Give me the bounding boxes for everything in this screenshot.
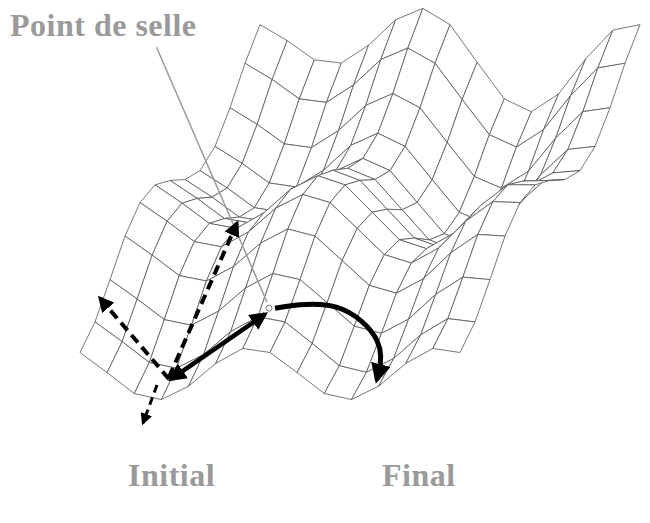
- mesh-cell: [508, 180, 550, 184]
- mesh-cell: [448, 277, 490, 322]
- reaction-arrow: [171, 314, 265, 379]
- mesh-cell: [463, 234, 505, 279]
- mesh-cell: [493, 185, 535, 203]
- saddle-label: Point de selle: [10, 8, 197, 43]
- mesh-cell: [553, 146, 595, 172]
- leader-line: [157, 47, 267, 302]
- wireframe-mesh: [80, 8, 640, 399]
- reaction-arrow: [275, 304, 381, 380]
- state-label: Final: [382, 458, 456, 493]
- dashed-arrow: [143, 385, 157, 423]
- mesh-cell: [583, 63, 625, 111]
- mesh-cell: [478, 202, 520, 236]
- dashed-arrow: [169, 223, 237, 377]
- mesh-cell: [568, 108, 610, 150]
- dashed-arrow: [100, 298, 169, 379]
- state-label: Initial: [128, 458, 215, 493]
- mesh-cell: [598, 25, 640, 68]
- path-arrows: [100, 223, 381, 423]
- mesh-cell: [433, 319, 475, 353]
- mesh-cell: [379, 335, 421, 386]
- saddle-point: [266, 305, 272, 311]
- mesh-cell: [538, 171, 580, 181]
